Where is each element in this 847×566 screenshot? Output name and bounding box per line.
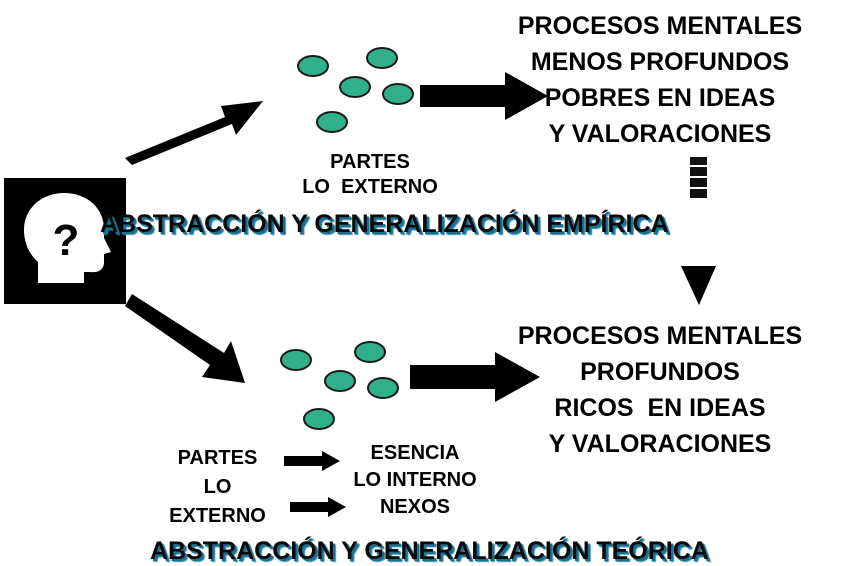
arrow-externo-nexos — [290, 497, 346, 517]
dot — [366, 47, 398, 69]
arrow-to-empirica — [125, 101, 263, 165]
teorica-parts-text: PARTES LO EXTERNO — [120, 444, 315, 531]
arrow-empirica-result — [420, 72, 548, 120]
dot — [297, 55, 329, 77]
dot — [303, 408, 335, 430]
text-line: Y VALORACIONES — [548, 430, 772, 458]
text-line: POBRES EN IDEAS — [544, 84, 776, 112]
text-line: PROCESOS MENTALES — [517, 12, 803, 40]
arrow-partes-esencia — [284, 451, 340, 471]
teorica-dots — [280, 341, 399, 430]
dot — [316, 111, 348, 133]
dot — [367, 377, 399, 399]
text-line: RICOS EN IDEAS — [554, 394, 766, 422]
text-line: LO EXTERNO — [302, 176, 438, 198]
vertical-connector-arrow — [681, 157, 716, 305]
text-line: PARTES — [330, 151, 410, 173]
dot — [339, 76, 371, 98]
question-mark: ? — [53, 216, 80, 265]
arrow-to-teorica — [125, 294, 245, 383]
text-line: NEXOS — [379, 496, 451, 518]
dot — [354, 341, 386, 363]
text-line: ESENCIA — [370, 442, 460, 464]
text-line: Y VALORACIONES — [548, 120, 772, 148]
text-line: PARTES — [177, 447, 258, 469]
text-line: LO — [203, 476, 232, 498]
empirica-parts-text: PARTES LO EXTERNO — [240, 150, 500, 198]
dot — [280, 349, 312, 371]
teorica-essence-text: ESENCIA LO INTERNO NEXOS — [340, 440, 490, 521]
dot — [324, 370, 356, 392]
text-line: LO INTERNO — [353, 469, 477, 491]
dot — [382, 83, 414, 105]
text-line: EXTERNO — [169, 505, 266, 527]
arrow-teorica-result — [410, 352, 540, 402]
text-line: MENOS PROFUNDOS — [530, 48, 790, 76]
text-line: PROFUNDOS — [580, 358, 740, 386]
empirica-result-text: PROCESOS MENTALES MENOS PROFUNDOS POBRES… — [470, 8, 847, 152]
teorica-heading: ABSTRACCIÓN Y GENERALIZACIÓN TEÓRICA — [150, 537, 709, 565]
teorica-result-text: PROCESOS MENTALES PROFUNDOS RICOS EN IDE… — [470, 318, 847, 462]
head-question-icon: ? — [4, 178, 126, 304]
text-line: PROCESOS MENTALES — [517, 322, 803, 350]
empirica-heading: ABSTRACCIÓN Y GENERALIZACIÓN EMPÍRICA — [100, 210, 669, 238]
empirica-dots — [297, 47, 414, 133]
